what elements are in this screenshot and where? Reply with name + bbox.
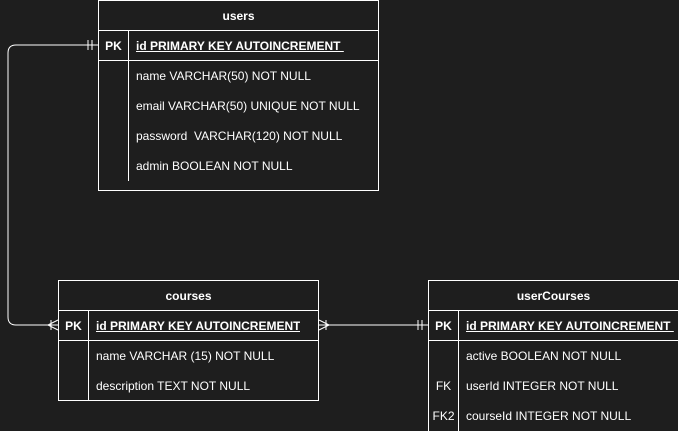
entity-usercourses-field-key: FK2 xyxy=(429,401,459,431)
relation-courses-many-marker xyxy=(47,319,59,326)
entity-courses-field: description TEXT NOT NULL xyxy=(96,379,251,393)
entity-users-field-row[interactable]: name VARCHAR(50) NOT NULL xyxy=(99,61,378,91)
entity-usercourses-field: courseId INTEGER NOT NULL xyxy=(466,409,632,423)
entity-courses-field-row[interactable]: description TEXT NOT NULL xyxy=(59,371,318,401)
entity-usercourses-title: userCourses xyxy=(429,281,678,311)
entity-usercourses-pk-field: id PRIMARY KEY AUTOINCREMENT xyxy=(466,319,674,333)
entity-users-field: email VARCHAR(50) UNIQUE NOT NULL xyxy=(136,99,360,113)
entity-usercourses[interactable]: userCourses PK id PRIMARY KEY AUTOINCREM… xyxy=(428,280,679,431)
entity-users-pk-row[interactable]: PK id PRIMARY KEY AUTOINCREMENT xyxy=(99,31,378,61)
entity-courses-field-key xyxy=(59,341,89,371)
entity-usercourses-field-row[interactable]: active BOOLEAN NOT NULL xyxy=(429,341,678,371)
entity-users-field-row[interactable]: email VARCHAR(50) UNIQUE NOT NULL xyxy=(99,91,378,121)
entity-courses-pk-field: id PRIMARY KEY AUTOINCREMENT xyxy=(96,319,301,333)
relation-courses-right-many-marker xyxy=(318,324,330,331)
entity-usercourses-field-row[interactable]: FK userId INTEGER NOT NULL xyxy=(429,371,678,401)
entity-users-pk-key: PK xyxy=(99,31,129,60)
entity-users[interactable]: users PK id PRIMARY KEY AUTOINCREMENT na… xyxy=(98,0,379,191)
entity-users-field-key xyxy=(99,91,129,121)
entity-courses-pk-row[interactable]: PK id PRIMARY KEY AUTOINCREMENT xyxy=(59,311,318,341)
entity-usercourses-field: userId INTEGER NOT NULL xyxy=(466,379,619,393)
relation-courses-many-marker xyxy=(47,324,59,331)
entity-users-field: admin BOOLEAN NOT NULL xyxy=(136,159,293,173)
relation-courses-right-many-marker xyxy=(318,319,330,326)
entity-users-field-key xyxy=(99,61,129,91)
entity-usercourses-field-key: FK xyxy=(429,371,459,401)
entity-usercourses-pk-key: PK xyxy=(429,311,459,340)
entity-users-field-key xyxy=(99,121,129,151)
entity-users-title: users xyxy=(99,1,378,31)
entity-users-field-key xyxy=(99,151,129,181)
entity-courses-field-row[interactable]: name VARCHAR (15) NOT NULL xyxy=(59,341,318,371)
entity-users-field-row[interactable]: admin BOOLEAN NOT NULL xyxy=(99,151,378,181)
entity-users-field-row[interactable]: password VARCHAR(120) NOT NULL xyxy=(99,121,378,151)
entity-courses[interactable]: courses PK id PRIMARY KEY AUTOINCREMENT … xyxy=(58,280,319,401)
entity-courses-pk-key: PK xyxy=(59,311,89,340)
entity-usercourses-field: active BOOLEAN NOT NULL xyxy=(466,349,622,363)
entity-courses-title: courses xyxy=(59,281,318,311)
entity-usercourses-field-key xyxy=(429,341,459,371)
entity-users-field: password VARCHAR(120) NOT NULL xyxy=(136,129,343,143)
entity-usercourses-field-row[interactable]: FK2 courseId INTEGER NOT NULL xyxy=(429,401,678,431)
entity-users-pk-field: id PRIMARY KEY AUTOINCREMENT xyxy=(136,39,344,53)
entity-users-field: name VARCHAR(50) NOT NULL xyxy=(136,69,311,83)
entity-courses-field: name VARCHAR (15) NOT NULL xyxy=(96,349,275,363)
entity-courses-field-key xyxy=(59,371,89,401)
entity-usercourses-pk-row[interactable]: PK id PRIMARY KEY AUTOINCREMENT xyxy=(429,311,678,341)
